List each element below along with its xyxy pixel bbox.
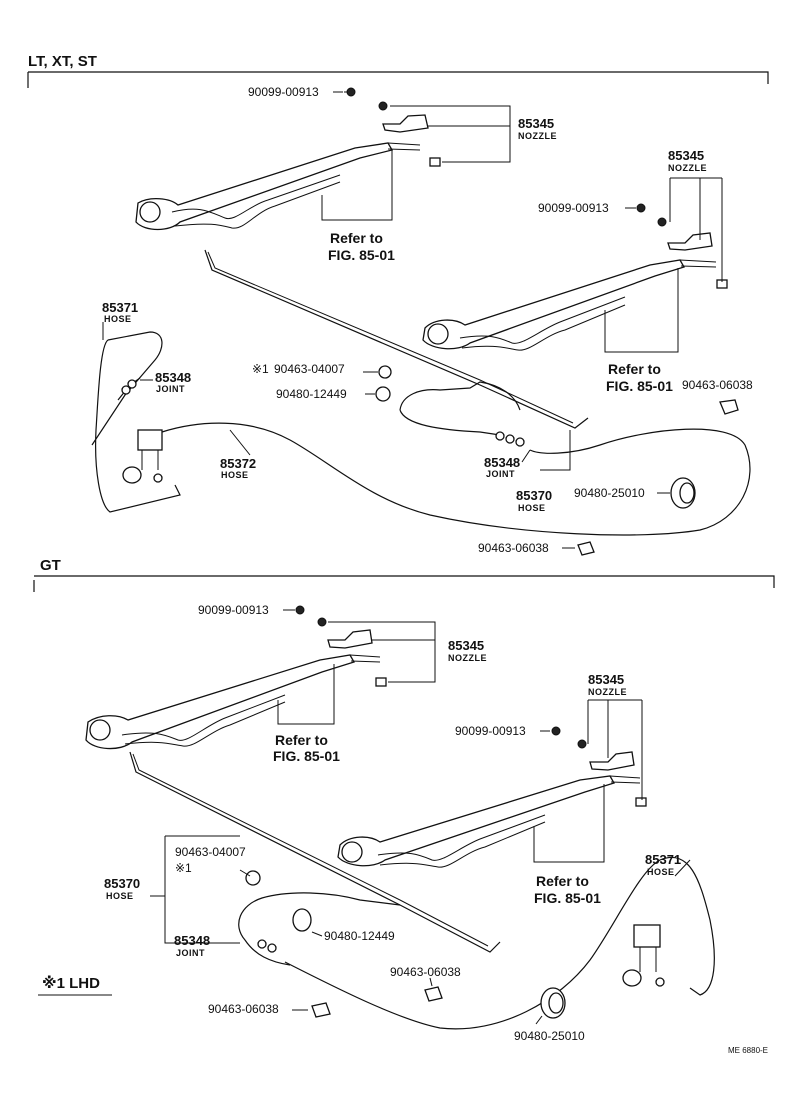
refer-to-top-left-1: Refer to: [330, 230, 383, 246]
label-85372: 85372: [220, 456, 256, 471]
label-hose-85370-top: HOSE: [518, 503, 546, 513]
label-90463-04007-bottom: 90463-04007: [175, 845, 246, 859]
section-bottom: GT: [33, 557, 775, 1055]
refer-to-top-right-2: FIG. 85-01: [606, 378, 673, 394]
label-85348-bottom: 85348: [174, 933, 210, 948]
label-hose-85371-top: HOSE: [104, 314, 132, 324]
clip-90463-06038-bottom-left: [311, 1002, 331, 1018]
label-90099-00913-top-right: 90099-00913: [538, 201, 609, 215]
hose-85371-bottom: [284, 857, 715, 1030]
label-joint-bottom: JOINT: [176, 948, 205, 958]
figure-code: ME 6880-E: [728, 1046, 768, 1055]
refer-to-bottom-right-1: Refer to: [536, 873, 589, 889]
section-bracket-bottom: [33, 575, 775, 592]
label-90480-12449-top: 90480-12449: [276, 387, 347, 401]
refer-to-bottom-right-2: FIG. 85-01: [534, 890, 601, 906]
washer-pump-bottom: [622, 924, 665, 987]
label-90099-00913-bottom-left: 90099-00913: [198, 603, 269, 617]
leader-85345-right: [669, 177, 723, 282]
note-mark-bottom: ※1: [175, 861, 192, 875]
clip-90463-06038-bottom-right: [424, 986, 443, 1002]
label-85370-top: 85370: [516, 488, 552, 503]
footnote-lhd: ※1 LHD: [42, 974, 100, 992]
hose-85371-top: [91, 331, 181, 513]
label-hose-85371-bottom: HOSE: [647, 867, 675, 877]
leader-bracket-bottom-left: [150, 835, 251, 944]
label-joint-top-left: JOINT: [156, 384, 185, 394]
wiper-arm-right-top: [422, 259, 717, 351]
label-hose-85372: HOSE: [221, 470, 249, 480]
leader-85345-bottom-left: [328, 621, 436, 683]
section-top: LT, XT, ST: [27, 53, 769, 556]
label-nozzle-top-left: NOZZLE: [518, 131, 557, 141]
grommet-90480-12449-bottom: [292, 908, 312, 932]
leader-85345-bottom-right: [587, 699, 643, 800]
section-title-bottom: GT: [40, 557, 61, 574]
nozzle-left-top: [344, 87, 441, 167]
label-90463-06038-bottom-right: 90463-06038: [390, 965, 461, 979]
label-nozzle-bottom-left: NOZZLE: [448, 653, 487, 663]
label-90463-04007-top: 90463-04007: [274, 362, 345, 376]
refer-bracket-bottom-right: [533, 784, 605, 863]
label-90480-25010-top: 90480-25010: [574, 486, 645, 500]
label-90480-12449-bottom: 90480-12449: [324, 929, 395, 943]
label-90463-06038-bottom-left: 90463-06038: [208, 1002, 279, 1016]
refer-to-bottom-left-1: Refer to: [275, 732, 328, 748]
hose-85370-top: [399, 381, 521, 436]
wiper-arm-left-top: [135, 142, 421, 231]
label-nozzle-top-right: NOZZLE: [668, 163, 707, 173]
label-85348-top-right: 85348: [484, 455, 520, 470]
label-85348-top-left: 85348: [155, 370, 191, 385]
label-85345-bottom-right: 85345: [588, 672, 624, 687]
nozzle-right-top: [636, 203, 728, 289]
refer-to-bottom-left-2: FIG. 85-01: [273, 748, 340, 764]
label-85371-top: 85371: [102, 300, 138, 315]
grommet-90480-12449-top: [375, 386, 391, 402]
refer-bracket-bottom-left: [277, 664, 335, 725]
label-90480-25010-bottom: 90480-25010: [514, 1029, 585, 1043]
label-90099-00913-bottom-right: 90099-00913: [455, 724, 526, 738]
washer-tube-diagonal: [204, 249, 589, 429]
clip-90463-06038-top-bottom: [577, 541, 595, 556]
wiper-arm-left-bottom: [85, 654, 381, 750]
section-title-top: LT, XT, ST: [28, 53, 97, 70]
hose-85370-bottom: [238, 892, 401, 966]
clip-90463-04007-top: [378, 365, 392, 379]
label-nozzle-bottom-right: NOZZLE: [588, 687, 627, 697]
refer-bracket-top-left: [321, 150, 393, 221]
clip-90463-04007-bottom: [245, 870, 261, 886]
label-90099-00913-top-left: 90099-00913: [248, 85, 319, 99]
hose-85372: [161, 422, 751, 536]
refer-bracket-top-right: [604, 268, 679, 353]
leader-85345-left: [390, 105, 511, 163]
label-85370-bottom: 85370: [104, 876, 140, 891]
note-mark-top: ※1: [252, 362, 269, 376]
label-85345-bottom-left: 85345: [448, 638, 484, 653]
label-joint-top-right: JOINT: [486, 469, 515, 479]
label-85345-top-right: 85345: [668, 148, 704, 163]
label-90463-06038-top-bottom: 90463-06038: [478, 541, 549, 555]
section-bracket-top: [27, 71, 769, 88]
label-85345-top-left: 85345: [518, 116, 554, 131]
nozzle-right-bottom: [551, 726, 647, 807]
refer-to-top-right-1: Refer to: [608, 361, 661, 377]
nozzle-left-bottom: [295, 605, 387, 687]
refer-to-top-left-2: FIG. 85-01: [328, 247, 395, 263]
label-90463-06038-top-right: 90463-06038: [682, 378, 753, 392]
wiper-arm-right-bottom: [337, 775, 641, 868]
label-85371-bottom: 85371: [645, 852, 681, 867]
label-hose-85370-bottom: HOSE: [106, 891, 134, 901]
washer-pump-top: [122, 429, 163, 484]
clip-90463-06038-top-right: [719, 399, 739, 415]
